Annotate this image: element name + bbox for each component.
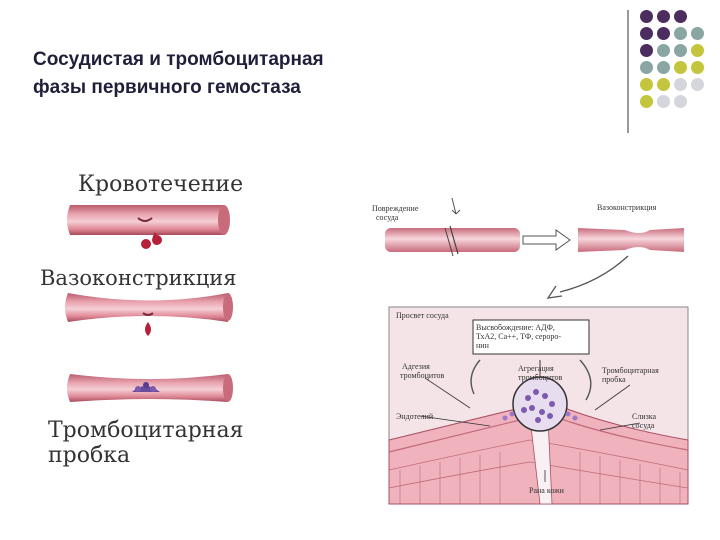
decor-dot [657, 44, 670, 57]
label-release: Высвобождение: АДФ, ТхА2, Са++, ТФ, серо… [476, 323, 561, 350]
label-platelet-adhesion-line-1: Адгезия [402, 362, 430, 371]
decor-dot [674, 27, 687, 40]
decor-dot [691, 78, 704, 91]
label-endothelium: Эндотелий [396, 412, 434, 421]
label-platelet-aggregation-line-1: Агрегация [518, 364, 554, 373]
label-platelet-aggregation-line-2: тромбоцитов [518, 373, 563, 382]
scheme-constricted-vessel [578, 228, 684, 252]
label-skin-wound: Рана кожи [529, 486, 564, 495]
decor-dot [674, 44, 687, 57]
label-platelet-adhesion-line-2: тромбоцитов [400, 371, 445, 380]
decor-dot [657, 10, 670, 23]
decor-dot [691, 61, 704, 74]
decor-dot [640, 95, 653, 108]
label-release-line-3: нин [476, 341, 489, 350]
decor-dot [640, 10, 653, 23]
label-vessel-damage: Повреждение сосуда [372, 204, 418, 222]
decor-dot [674, 78, 687, 91]
slide-title: Сосудистая и тромбоцитарная фазы первичн… [33, 46, 324, 102]
label-platelet-adhesion: Адгезия тромбоцитов [400, 362, 444, 380]
decor-dot [640, 27, 653, 40]
label-vessel-mucosa-line-1: Слизка [632, 412, 657, 421]
label-bleeding: Кровотечение [78, 172, 244, 197]
decor-dot [674, 61, 687, 74]
label-scheme-platelet-plug-line-1: Тромбоцитарная [602, 366, 659, 375]
decor-dot [691, 44, 704, 57]
label-vessel-mucosa: Слизка сосуда [632, 412, 656, 430]
label-vessel-lumen: Просвет сосуда [396, 311, 449, 320]
slide-title-line-2: фазы первичного гемостаза [33, 77, 301, 98]
decor-dot [640, 61, 653, 74]
decor-dot [691, 27, 704, 40]
label-release-line-2: ТхА2, Са++, ТФ, сероро- [476, 332, 562, 341]
label-platelet-plug-line-1: Тромбоцитарная [48, 418, 244, 443]
decor-dot [640, 44, 653, 57]
label-platelet-aggregation: Агрегация тромбоцитов [518, 364, 562, 382]
label-vessel-mucosa-line-2: сосуда [632, 421, 655, 430]
decor-dot [657, 27, 670, 40]
label-scheme-platelet-plug-line-2: пробка [602, 375, 626, 384]
label-vessel-damage-line-2: сосуда [376, 213, 399, 222]
slide-title-line-1: Сосудистая и тромбоцитарная [33, 49, 324, 70]
label-release-line-1: Высвобождение: АДФ, [476, 323, 555, 332]
scheme-damaged-vessel [385, 225, 520, 257]
label-platelet-plug-line-2: пробка [48, 443, 131, 468]
vessel-platelet-plug [67, 374, 233, 402]
decor-dot [640, 78, 653, 91]
vessel-bleeding [67, 205, 230, 249]
vessel-vasoconstriction [65, 293, 233, 336]
decorative-vertical-line [627, 10, 629, 133]
decorative-dot-grid [640, 10, 720, 110]
label-vasoconstriction: Вазоконстрикция [40, 266, 237, 290]
label-scheme-platelet-plug: Тромбоцитарная пробка [602, 366, 659, 384]
label-platelet-plug: Тромбоцитарная пробка [48, 418, 243, 468]
decor-dot [657, 61, 670, 74]
scheme-arrow-right [522, 229, 571, 251]
label-scheme-vasoconstriction: Вазоконстрикция [597, 203, 657, 212]
label-vessel-damage-line-1: Повреждение [372, 204, 419, 213]
scheme-arrow-down [451, 197, 629, 299]
decor-dot [674, 10, 687, 23]
decor-dot [657, 95, 670, 108]
decor-dot [657, 78, 670, 91]
decor-dot [674, 95, 687, 108]
